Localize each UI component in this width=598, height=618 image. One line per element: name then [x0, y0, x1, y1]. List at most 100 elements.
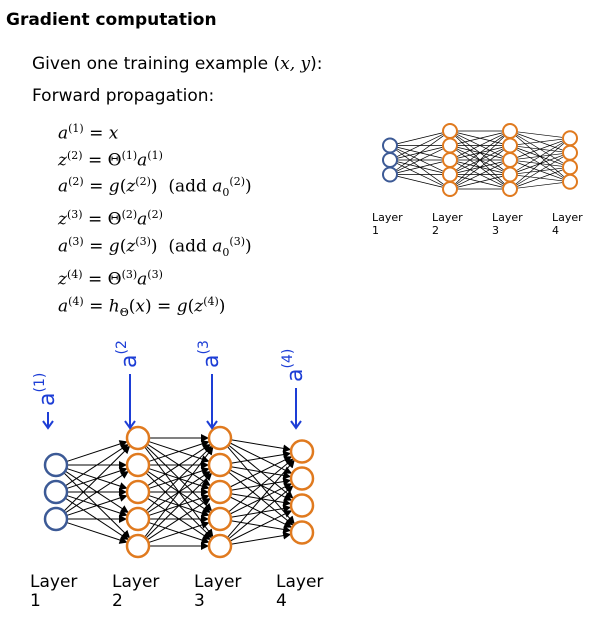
edge-l2-5-to-2 [455, 149, 504, 186]
edge-l1-3-to-2 [396, 148, 443, 172]
node-layer1-2 [43, 479, 69, 505]
node-layer1-1 [43, 452, 69, 478]
node-layer2-1 [442, 123, 458, 139]
equation-3: a(2) = g(z(2)) (add a0(2)) [58, 175, 252, 200]
node-layer2-2 [125, 452, 151, 478]
edge-l3-5-to-1 [515, 143, 565, 185]
edge-l1-2-to-1 [64, 444, 129, 487]
edge-l3-5-to-3 [229, 510, 293, 542]
node-layer4-2 [562, 144, 578, 161]
annotation-a3: a(3) [196, 340, 224, 430]
edge-l1-3-to-1 [395, 135, 444, 171]
edge-l3-5-to-2 [228, 485, 294, 540]
edge-l3-5-to-4 [230, 531, 292, 545]
edge-l2-2-to-1 [456, 132, 503, 145]
node-layer2-3 [125, 479, 151, 505]
edge-l2-5-to-4 [456, 176, 503, 188]
annotation-a2: a(2) [114, 340, 142, 430]
annotation-a1: a(1) [32, 373, 60, 430]
edge-l3-5-to-2 [515, 156, 564, 186]
node-layer2-4 [125, 506, 151, 532]
annotation-text-a4: a(4) [280, 349, 308, 382]
edge-l2-5-to-1 [454, 136, 505, 185]
node-layer2-2 [442, 137, 458, 154]
equation-1: a(1) = x [58, 122, 119, 144]
edge-l3-3-to-1 [229, 456, 293, 488]
page-title: Gradient computation [6, 10, 217, 30]
edge-l2-3-to-1 [456, 134, 503, 158]
node-layer2-3 [442, 152, 458, 168]
node-layer3-2 [207, 452, 233, 478]
edge-l1-3-to-1 [63, 445, 131, 512]
node-layer4-1 [562, 130, 578, 147]
node-layer1-3 [382, 166, 398, 183]
node-layer4-3 [289, 493, 315, 518]
node-layer4-4 [289, 520, 315, 545]
annotation-text-a3: a(3) [196, 340, 224, 368]
edge-l3-3-to-1 [516, 140, 563, 158]
node-layer3-4 [207, 506, 233, 532]
edge-l1-3-to-3 [66, 494, 128, 517]
node-layer3-2 [502, 137, 518, 154]
node-layer3-1 [207, 425, 233, 451]
node-layer4-1 [289, 439, 315, 464]
edge-l1-2-to-1 [396, 134, 443, 158]
node-layer3-5 [207, 533, 233, 559]
forward-propagation-label: Forward propagation: [32, 86, 215, 106]
edge-l2-2-to-1 [148, 440, 210, 463]
edge-l2-5-to-4 [148, 521, 210, 544]
annotation-text-a2: a(2) [114, 340, 142, 368]
equation-6: z(4) = Θ(3)a(3) [58, 268, 163, 290]
edge-l1-3-to-5 [66, 521, 128, 544]
equation-4: z(3) = Θ(2)a(2) [58, 208, 163, 231]
equation-7: a(4) = hΘ(x) = g(z(4)) [58, 294, 226, 319]
node-layer1-2 [382, 152, 398, 168]
node-layer1-3 [43, 506, 69, 532]
edge-l2-4-to-1 [145, 445, 213, 512]
edge-l1-1-to-1 [66, 440, 128, 463]
edge-l3-1-to-1 [230, 439, 292, 453]
edge-l2-5-to-1 [144, 446, 214, 538]
node-layer3-4 [502, 166, 518, 183]
edge-l3-5-to-3 [516, 169, 563, 187]
edge-l1-1-to-1 [396, 132, 443, 145]
edge-l2-5-to-3 [456, 163, 503, 187]
edge-l2-5-to-3 [146, 498, 211, 541]
node-layer4-4 [562, 173, 578, 190]
intro-text: Given one training example (x, y): [32, 54, 323, 74]
equation-list: a(1) = x z(2) = Θ(1)a(1) a(2) = g(z(2)) … [58, 118, 252, 324]
node-layer3-5 [502, 181, 518, 197]
annotation-a4: a(4) [280, 349, 308, 430]
edge-l3-1-to-1 [516, 131, 563, 138]
edge-l1-3-to-3 [396, 161, 443, 174]
equation-2: z(2) = Θ(1)a(1) [58, 148, 163, 171]
edge-l3-2-to-1 [230, 450, 292, 464]
edge-l2-4-to-1 [455, 135, 504, 171]
node-layer3-3 [502, 152, 518, 168]
edge-l3-2-to-1 [516, 138, 563, 146]
node-layer1-1 [382, 137, 398, 154]
node-layer4-2 [289, 466, 315, 491]
edge-l2-5-to-2 [145, 472, 213, 539]
edge-l1-3-to-2 [64, 471, 129, 514]
annotation-text-a1: a(1) [32, 373, 60, 406]
node-layer3-1 [502, 123, 518, 139]
edge-l3-5-to-4 [516, 182, 563, 189]
edge-l1-3-to-5 [396, 175, 443, 188]
edge-l3-5-to-1 [226, 459, 295, 539]
equation-5: a(3) = g(z(3)) (add a0(3)) [58, 235, 252, 260]
node-layer3-3 [207, 479, 233, 505]
node-layer4-3 [562, 159, 578, 176]
edge-l3-4-to-1 [228, 458, 294, 513]
edge-l3-4-to-1 [515, 142, 564, 172]
node-layer2-5 [125, 533, 151, 559]
